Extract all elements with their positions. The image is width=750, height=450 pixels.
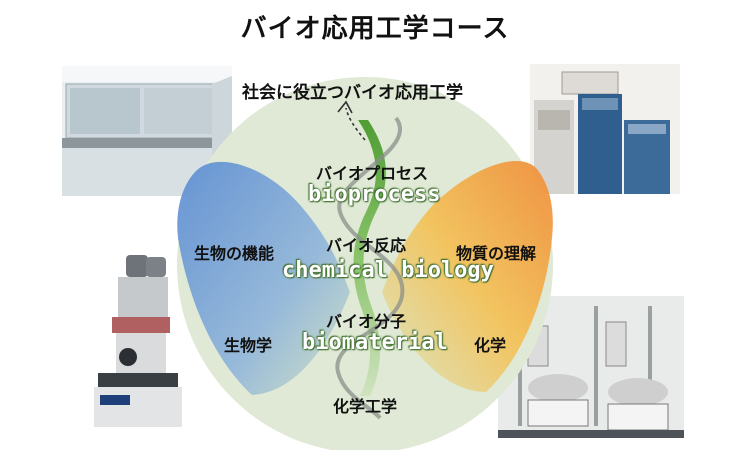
left-wing [177, 161, 350, 395]
center-low-jp: バイオ分子 [326, 312, 407, 331]
center-low-en: biomaterial [302, 330, 448, 355]
bottom-label: 化学工学 [333, 397, 398, 416]
right-wing [382, 160, 553, 392]
page-title: バイオ応用工学コース [240, 14, 510, 44]
right-lower-label: 化学 [474, 336, 507, 355]
right-upper-label: 物質の理解 [456, 244, 537, 263]
left-upper-label: 生物の機能 [194, 244, 275, 263]
center-top-en: bioprocess [308, 182, 441, 207]
center-mid-en: chemical biology [282, 258, 494, 283]
stem [353, 120, 386, 396]
photo-microscope [88, 245, 188, 440]
photo-reaction-apparatus [498, 296, 684, 438]
helix-strand [335, 116, 405, 420]
center-mid-jp: バイオ反応 [326, 236, 407, 255]
left-lower-label: 生物学 [224, 336, 273, 355]
arrow-icon [345, 107, 366, 141]
center-top-jp: バイオプロセス [316, 164, 429, 183]
photo-instrument [530, 64, 680, 194]
goal-label: 社会に役立つバイオ応用工学 [242, 83, 463, 103]
arrow-head-icon [337, 100, 353, 114]
